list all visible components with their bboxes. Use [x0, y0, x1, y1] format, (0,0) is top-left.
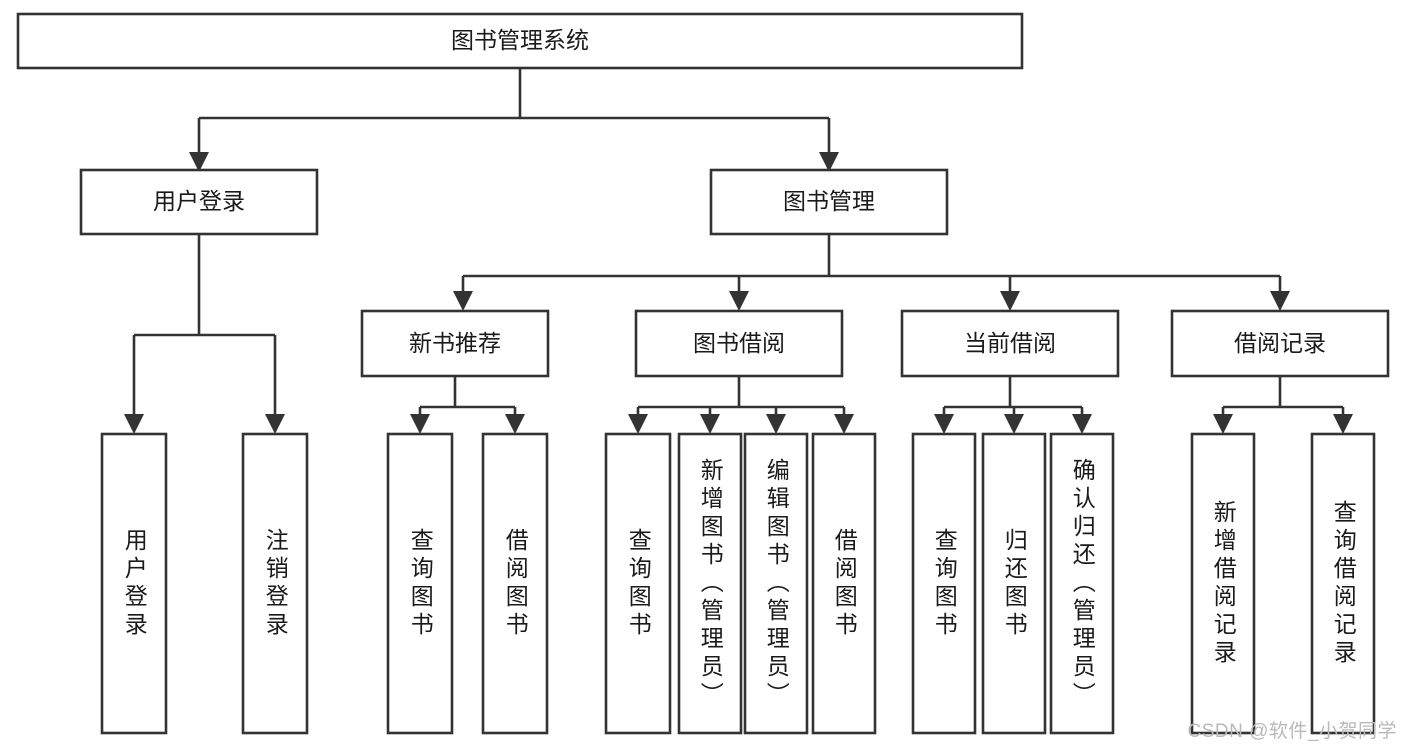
csdn-watermark: CSDN @软件_小贺同学 — [1187, 721, 1397, 742]
node-book-borrow-label: 图书借阅 — [693, 330, 785, 356]
arrowhead-borrow-record — [1270, 291, 1290, 311]
node-user-login-label: 用户登录 — [153, 188, 245, 214]
node-query-book-current-box[interactable] — [911, 432, 977, 735]
node-new-book-recommend-label: 新书推荐 — [409, 330, 501, 356]
connector-group-book-management — [453, 234, 1290, 311]
node-user-login-box[interactable] — [79, 168, 319, 236]
node-book-borrow[interactable]: 图书借阅 — [634, 309, 844, 378]
connector-group-book-borrow — [628, 376, 854, 434]
node-new-book-recommend-box[interactable] — [360, 309, 550, 378]
node-borrow-book-rec-box[interactable] — [481, 432, 549, 735]
node-borrow-record-box[interactable] — [1170, 309, 1390, 378]
arrowhead-return-book — [1004, 414, 1024, 434]
node-add-borrow-record-box[interactable] — [1190, 432, 1256, 735]
connector-group-root-to-level2 — [189, 68, 839, 172]
node-new-book-recommend[interactable]: 新书推荐 — [360, 309, 550, 378]
node-book-management[interactable]: 图书管理 — [709, 168, 949, 236]
arrowhead-book-borrow — [729, 291, 749, 311]
arrowhead-confirm-return-admin — [1072, 414, 1092, 434]
arrowhead-user-login — [189, 152, 209, 172]
node-current-borrow[interactable]: 当前借阅 — [900, 309, 1120, 378]
arrowhead-add-book-admin — [700, 414, 720, 434]
arrowhead-borrow-book-rec — [505, 414, 525, 434]
node-borrow-book-action-box[interactable] — [811, 432, 877, 735]
connector-group-borrow-record — [1213, 376, 1353, 434]
node-borrow-record-label: 借阅记录 — [1234, 330, 1326, 356]
node-current-borrow-box[interactable] — [900, 309, 1120, 378]
arrowhead-query-book-borrow — [628, 414, 648, 434]
node-add-book-admin-box[interactable] — [677, 432, 743, 735]
node-return-book-box[interactable] — [981, 432, 1047, 735]
connector-group-user-login — [124, 234, 285, 434]
arrowhead-query-book-current — [934, 414, 954, 434]
node-user-login[interactable]: 用户登录 — [79, 168, 319, 236]
node-root[interactable]: 图书管理系统 — [16, 12, 1024, 70]
arrowhead-new-book-recommend — [453, 291, 473, 311]
connector-group-current-borrow — [934, 376, 1092, 434]
arrowhead-add-borrow-record — [1213, 414, 1233, 434]
arrowhead-borrow-book-action — [834, 414, 854, 434]
arrowhead-logout-action — [265, 414, 285, 434]
node-book-management-label: 图书管理 — [783, 188, 875, 214]
arrowhead-current-borrow — [1000, 291, 1020, 311]
arrowhead-book-management — [819, 152, 839, 172]
node-logout-action-box[interactable] — [241, 432, 309, 735]
arrowhead-edit-book-admin — [766, 414, 786, 434]
node-user-login-action-box[interactable] — [100, 432, 168, 735]
node-book-borrow-box[interactable] — [634, 309, 844, 378]
node-confirm-return-admin-box[interactable] — [1049, 432, 1115, 735]
connector-group-new-book-recommend — [410, 376, 525, 434]
node-borrow-record[interactable]: 借阅记录 — [1170, 309, 1390, 378]
node-root-box[interactable] — [16, 12, 1024, 70]
node-current-borrow-label: 当前借阅 — [964, 330, 1056, 356]
arrowhead-query-borrow-record — [1333, 414, 1353, 434]
node-book-management-box[interactable] — [709, 168, 949, 236]
arrowhead-user-login-action — [124, 414, 144, 434]
node-query-book-borrow-box[interactable] — [604, 432, 672, 735]
arrowhead-query-book-rec — [410, 414, 430, 434]
node-query-borrow-record-box[interactable] — [1310, 432, 1376, 735]
node-root-label: 图书管理系统 — [451, 27, 589, 53]
node-query-book-rec-box[interactable] — [386, 432, 454, 735]
node-edit-book-admin-box[interactable] — [743, 432, 809, 735]
